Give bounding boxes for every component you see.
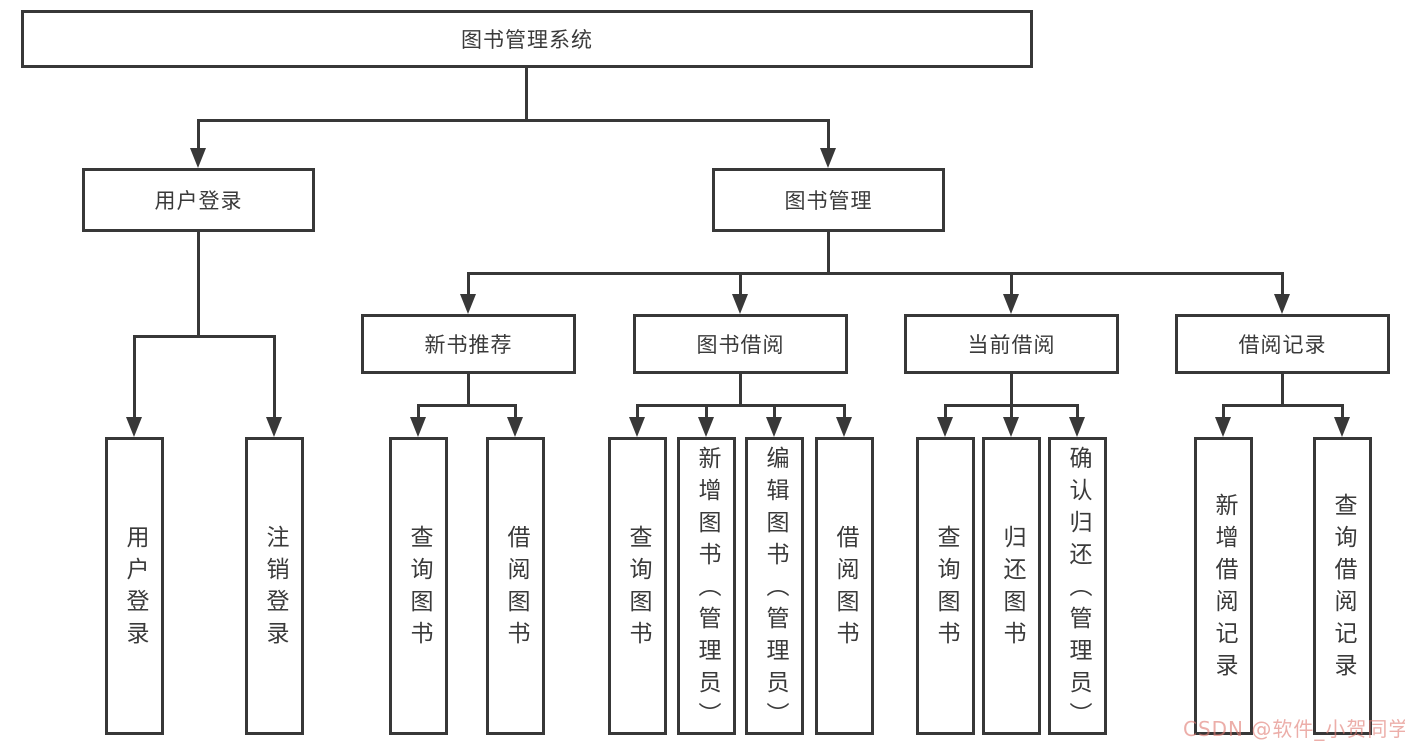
arrow-down-icon [1334, 417, 1350, 437]
arrow-down-icon [507, 417, 523, 437]
connector-line [1010, 404, 1013, 421]
connector-line [827, 119, 830, 152]
node-logout-leaf: 注销登录 [245, 437, 304, 735]
connector-line [133, 335, 136, 421]
connector-line [944, 404, 947, 421]
node-label: 新增图书（管理员） [694, 446, 720, 734]
arrow-down-icon [766, 417, 782, 437]
node-book-management: 图书管理 [712, 168, 945, 232]
node-label: 当前借阅 [967, 333, 1056, 357]
arrow-down-icon [732, 294, 748, 314]
connector-line [1010, 374, 1013, 407]
node-library-management-system: 图书管理系统 [21, 10, 1033, 68]
connector-line [467, 272, 1284, 275]
csdn-watermark: CSDN @软件_小贺同学 [1183, 717, 1405, 741]
arrow-down-icon [836, 417, 852, 437]
connector-line [1076, 404, 1079, 421]
connector-line [197, 232, 200, 338]
arrow-down-icon [1003, 294, 1019, 314]
connector-line [1281, 374, 1284, 407]
connector-line [773, 404, 776, 421]
arrow-down-icon [460, 294, 476, 314]
connector-line [1222, 404, 1225, 421]
node-book-borrowing: 图书借阅 [633, 314, 848, 374]
node-new-book-recommendation: 新书推荐 [361, 314, 576, 374]
arrow-down-icon [698, 417, 714, 437]
node-user-login-leaf: 用户登录 [105, 437, 164, 735]
node-borrow-books-recommend: 借阅图书 [486, 437, 545, 735]
node-confirm-return-admin: 确认归还（管理员） [1048, 437, 1107, 735]
connector-line [417, 404, 517, 407]
connector-line [739, 374, 742, 407]
connector-line [705, 404, 708, 421]
arrow-down-icon [629, 417, 645, 437]
connector-line [739, 272, 742, 298]
connector-line [467, 374, 470, 407]
node-label: 注销登录 [262, 525, 288, 653]
node-label: 确认归还（管理员） [1065, 446, 1091, 734]
node-label: 查询图书 [933, 525, 959, 653]
node-label: 借阅记录 [1238, 333, 1327, 357]
node-label: 新增借阅记录 [1211, 493, 1237, 685]
node-add-books-admin: 新增图书（管理员） [677, 437, 736, 735]
arrow-down-icon [1215, 417, 1231, 437]
node-query-borrow-record: 查询借阅记录 [1313, 437, 1372, 735]
connector-line [1010, 272, 1013, 298]
node-label: 查询借阅记录 [1330, 493, 1356, 685]
connector-line [133, 335, 276, 338]
node-label: 借阅图书 [503, 525, 529, 653]
node-borrow-books-borrowing: 借阅图书 [815, 437, 874, 735]
connector-line [636, 404, 846, 407]
connector-line [827, 232, 830, 275]
connector-line [1222, 404, 1344, 407]
arrow-down-icon [820, 148, 836, 168]
node-label: 查询图书 [406, 525, 432, 653]
node-label: 编辑图书（管理员） [762, 446, 788, 734]
arrow-down-icon [266, 417, 282, 437]
node-label: 用户登录 [122, 525, 148, 653]
connector-line [467, 272, 470, 298]
node-label: 图书借阅 [696, 333, 785, 357]
node-add-borrow-record: 新增借阅记录 [1194, 437, 1253, 735]
arrow-down-icon [1274, 294, 1290, 314]
connector-line [636, 404, 639, 421]
node-label: 借阅图书 [832, 525, 858, 653]
node-label: 图书管理 [784, 189, 873, 213]
node-query-books-recommend: 查询图书 [389, 437, 448, 735]
connector-line [514, 404, 517, 421]
node-label: 用户登录 [154, 189, 243, 213]
node-query-books-borrowing: 查询图书 [608, 437, 667, 735]
connector-line [417, 404, 420, 421]
arrow-down-icon [937, 417, 953, 437]
node-current-borrowing: 当前借阅 [904, 314, 1119, 374]
arrow-down-icon [126, 417, 142, 437]
connector-line [1341, 404, 1344, 421]
connector-line [197, 119, 829, 122]
connector-line [273, 335, 276, 421]
node-label: 图书管理系统 [461, 28, 593, 52]
connector-line [843, 404, 846, 421]
arrow-down-icon [1003, 417, 1019, 437]
node-label: 查询图书 [625, 525, 651, 653]
node-return-books: 归还图书 [982, 437, 1041, 735]
connector-line [525, 68, 528, 121]
node-user-login: 用户登录 [82, 168, 315, 232]
node-edit-books-admin: 编辑图书（管理员） [745, 437, 804, 735]
node-borrowing-records: 借阅记录 [1175, 314, 1390, 374]
node-label: 归还图书 [999, 525, 1025, 653]
arrow-down-icon [190, 148, 206, 168]
arrow-down-icon [1069, 417, 1085, 437]
connector-line [1281, 272, 1284, 298]
connector-line [197, 119, 200, 152]
node-query-books-current: 查询图书 [916, 437, 975, 735]
node-label: 新书推荐 [424, 333, 513, 357]
arrow-down-icon [410, 417, 426, 437]
